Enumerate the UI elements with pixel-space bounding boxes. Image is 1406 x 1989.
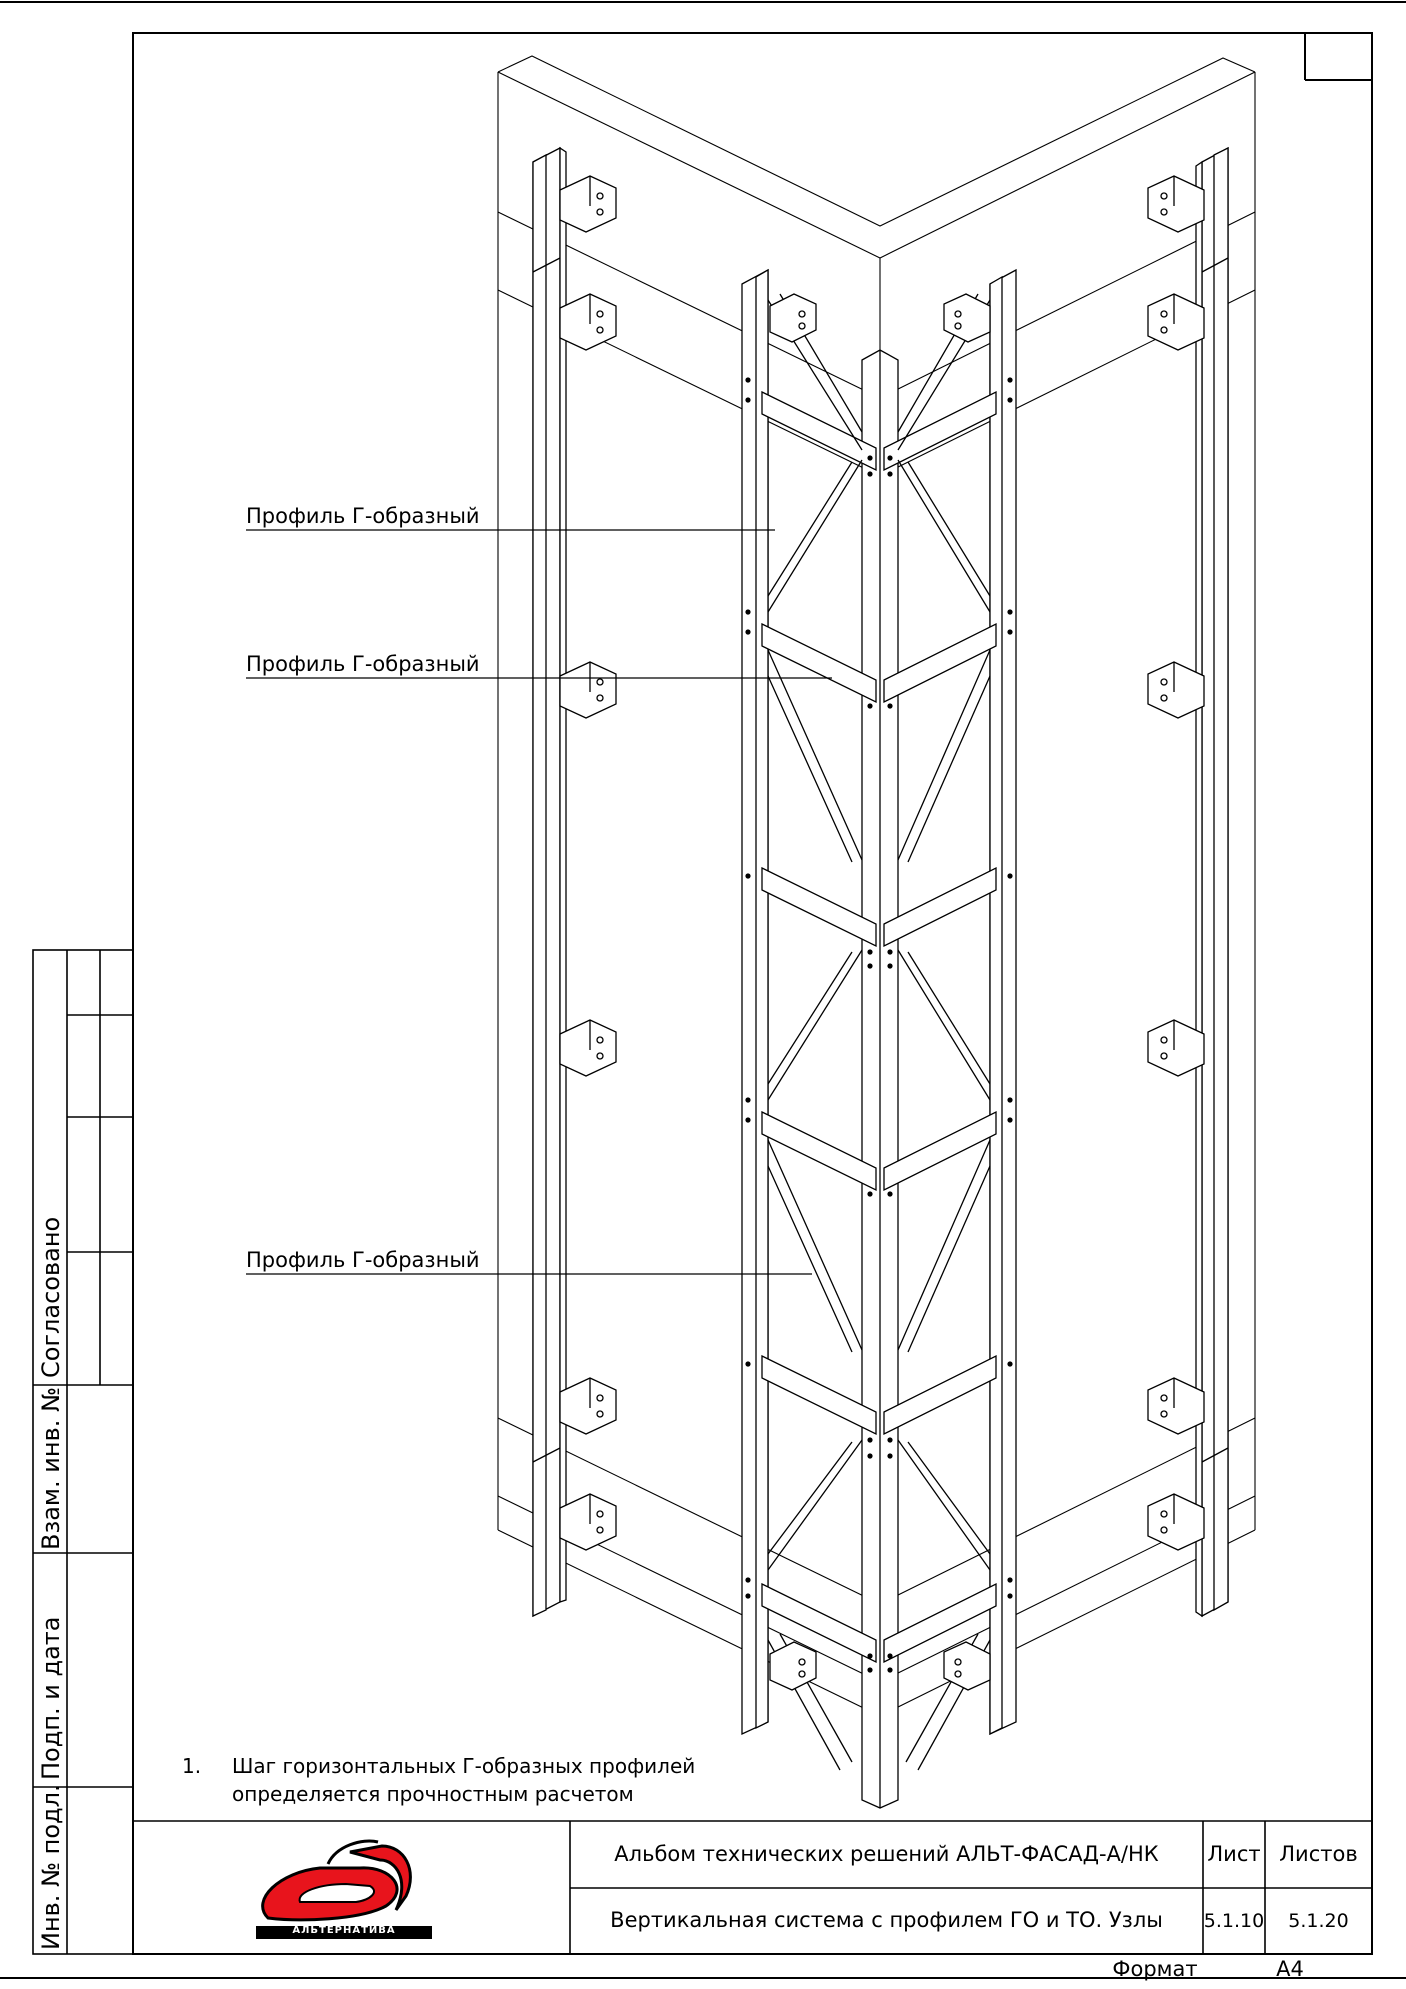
- note-line-1: Шаг горизонтальных Г-образных профилей: [232, 1754, 696, 1778]
- left-vertical-profile: [532, 146, 567, 1618]
- note-number: 1.: [182, 1754, 202, 1778]
- horizontal-profiles: [761, 390, 997, 1664]
- album-title: Альбом технических решений АЛЬТ-ФАСАД-А/…: [614, 1842, 1159, 1866]
- stamp-inv-replace: Взам. инв. №: [37, 1387, 65, 1550]
- callout-leaders: [246, 529, 832, 1275]
- column-brackets: [769, 293, 991, 1691]
- sheet-label: Лист: [1207, 1842, 1261, 1866]
- format-value: А4: [1276, 1957, 1304, 1981]
- sheets-label: Листов: [1279, 1842, 1358, 1866]
- company-logo: [256, 1839, 432, 1939]
- stamp-sign-date: Подп. и дата: [37, 1616, 65, 1781]
- stamp-agreed: Согласовано: [37, 1216, 65, 1378]
- note-line-2: определяется прочностным расчетом: [232, 1782, 634, 1806]
- corner-column-verticals: [741, 268, 1017, 1809]
- right-vertical-profile: [1195, 146, 1229, 1618]
- callout-label-3: Профиль Г-образный: [246, 1248, 480, 1272]
- sheets-number: 5.1.20: [1288, 1910, 1349, 1932]
- sheet-subtitle: Вертикальная система с профилем ГО и ТО.…: [610, 1908, 1163, 1932]
- side-stamp-grid: [32, 949, 134, 1955]
- logo-wordmark: АЛЬТЕРНАТИВА: [292, 1925, 396, 1936]
- sheet-number: 5.1.10: [1203, 1910, 1265, 1932]
- title-block-grid: [133, 1820, 1372, 1954]
- wall-brackets-left: [559, 175, 617, 1551]
- callout-label-1: Профиль Г-образный: [246, 504, 480, 528]
- callout-label-2: Профиль Г-образный: [246, 652, 480, 676]
- format-label: Формат: [1112, 1957, 1198, 1981]
- wall-brackets-right: [1147, 175, 1205, 1551]
- stamp-inv-orig: Инв. № подл.: [37, 1784, 65, 1950]
- rivets: [745, 377, 1013, 1673]
